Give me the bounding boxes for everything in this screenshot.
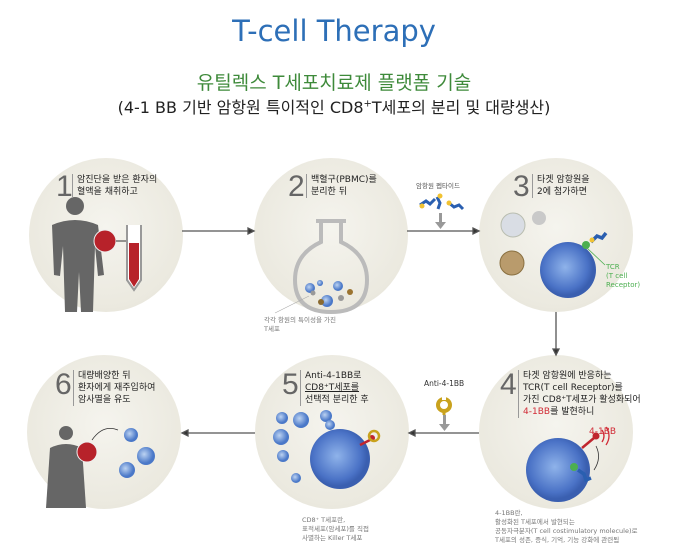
cell-grey: [532, 211, 546, 225]
line: 타겟 암항원에 반응하는: [523, 371, 612, 381]
subtitle-2-sup: +: [363, 98, 372, 110]
tcr-icon: [582, 241, 590, 249]
line: T세포의 성존, 증식, 기억, 기능 강화에 관련됨: [495, 536, 620, 544]
antibody-label: Anti-4-1BB: [424, 379, 465, 388]
line: Anti-4-1BB로: [305, 371, 362, 381]
patient-figure-1: [52, 197, 104, 312]
line: 암사멸을 유도: [78, 395, 131, 405]
test-tube-icon: [126, 225, 142, 292]
anti-4-1bb-icon: [436, 395, 452, 415]
subtitle-2: (4-1 BB 기반 암항원 특이적인 CD8+T세포의 분리 및 대량생산): [0, 94, 668, 118]
cell-brown: [499, 250, 525, 276]
line: 4-1BB란,: [495, 509, 523, 517]
t-cell-group-6: [119, 428, 155, 478]
line: 암진단을 받은 환자의: [77, 175, 158, 185]
line: 혈액을 채취하고: [77, 187, 138, 197]
line: 분리한 뒤: [311, 187, 347, 197]
peptide-icons: [419, 193, 465, 211]
cd8-t-cell-3: [540, 242, 596, 298]
line: TCR: [606, 263, 620, 271]
line: 공동자극분자(T cell costimulatory molecule)로: [495, 527, 638, 535]
4-1bb-receptor-icon: [592, 432, 600, 440]
line: CD8⁺ T세포란,: [302, 516, 346, 524]
cd8-t-cell-5: [310, 429, 370, 489]
page-title: T-cell Therapy: [232, 14, 436, 48]
down-arrows: [435, 213, 450, 431]
line: 환자에게 재주입하여: [78, 383, 156, 393]
patient-figure-6: [46, 426, 86, 508]
step-2-number: 2: [288, 170, 305, 203]
line: (T cell: [606, 272, 628, 280]
cell-pale: [500, 212, 526, 238]
red-text: 4-1BB: [523, 407, 551, 417]
subtitle: 유틸렉스 T세포치료제 플랫폼 기술: [196, 72, 472, 94]
line: 선택적 분리한 후: [305, 395, 369, 405]
line: T세포: [264, 325, 280, 333]
text: 를 발현하니: [550, 407, 595, 417]
t-cell-group-5: [273, 410, 335, 483]
line: 사멸하는 Killer T세포: [302, 534, 363, 542]
line: CD8⁺T세포를: [305, 383, 360, 393]
line: 4-1BB를 발현하니: [523, 406, 641, 418]
line: 활성화된 T세포에서 발현되는: [495, 518, 575, 526]
blood-sample-zoom-1: [93, 229, 117, 253]
tumor-icon: [76, 441, 98, 463]
step-2-circle: [254, 158, 408, 312]
line: 가진 CD8⁺T세포가 활성화되어: [523, 395, 641, 405]
cd8-t-cell-4: [526, 438, 590, 502]
peptide-label: 암항원 펩타이드: [416, 182, 460, 190]
4-1bb-label: 4-1BB: [589, 427, 617, 437]
line: 각각 항원의 특이성을 가진: [264, 316, 336, 324]
step-6-number: 6: [55, 368, 72, 401]
step-4-number: 4: [500, 368, 517, 401]
bound-antibody-icon: [367, 429, 381, 443]
flask-icon: [274, 219, 370, 315]
signal-waves-icon: [601, 426, 610, 446]
step-5-number: 5: [282, 368, 299, 401]
line: 대량배양한 뒤: [78, 371, 131, 381]
step-3-text: 타겟 암항원을 2에 첨가하면: [532, 174, 590, 198]
line: 2에 첨가하면: [537, 187, 587, 197]
step-3-number: 3: [513, 170, 530, 203]
line: 타겟 암항원을: [537, 175, 590, 185]
line: Receptor): [606, 281, 641, 289]
line: TCR(T cell Receptor)를: [523, 383, 623, 393]
line: 백혈구(PBMC)를: [311, 175, 377, 185]
subtitle-2-pre: (4-1 BB 기반 암항원 특이적인 CD8: [117, 98, 364, 117]
subtitle-2-post: T세포의 분리 및 대량생산): [371, 98, 551, 117]
line: 표적세포(암세포)를 직접: [302, 525, 369, 533]
step-1-number: 1: [56, 170, 73, 203]
